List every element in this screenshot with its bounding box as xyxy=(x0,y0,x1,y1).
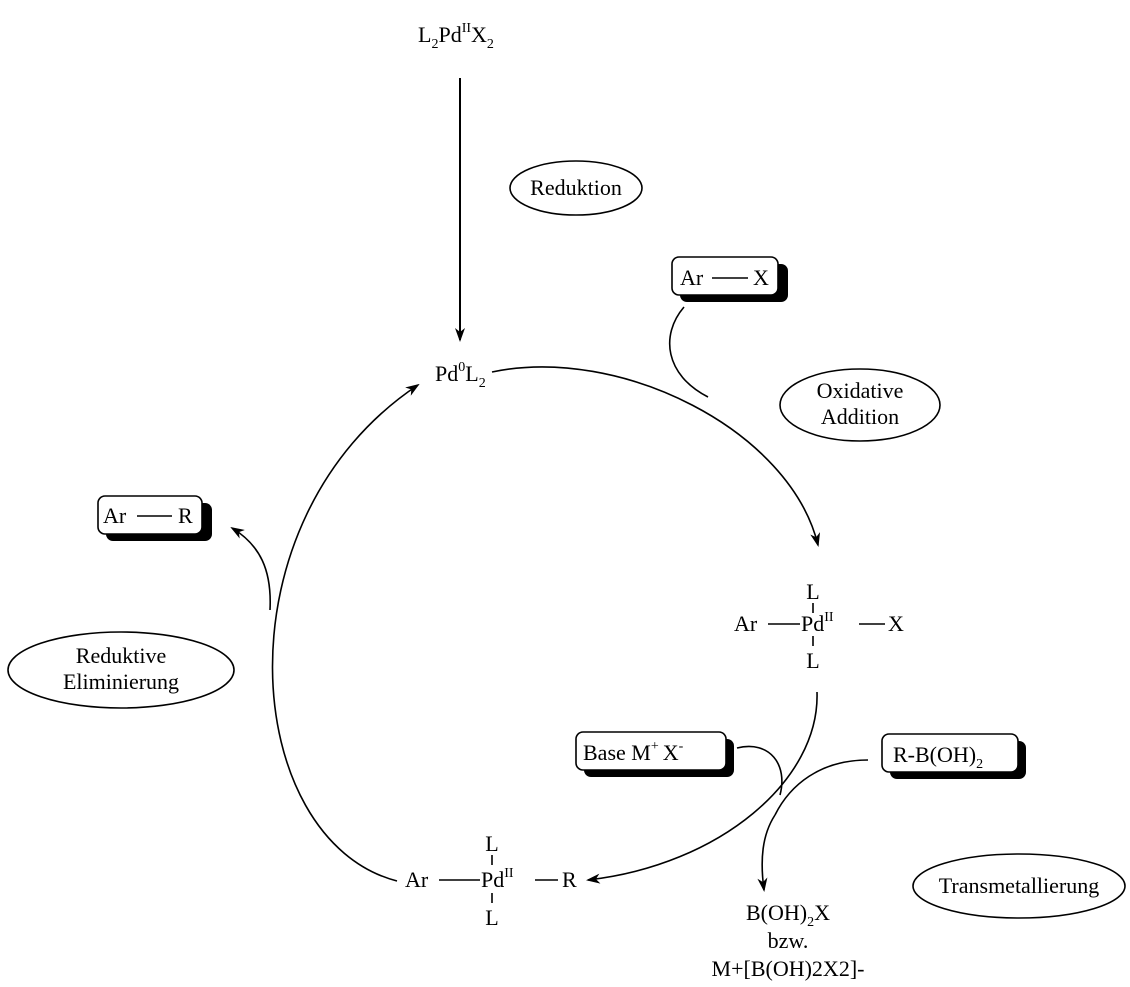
product-left: Ar xyxy=(103,503,127,528)
transmetallation-arc xyxy=(586,691,818,884)
precursor-formula: L2PdIIX2 xyxy=(418,21,494,52)
complex-oxidative-addition: L Ar PdII X L xyxy=(734,579,904,673)
complex-ox-left: Ar xyxy=(734,611,758,636)
complex-ox-top-ligand: L xyxy=(806,579,819,604)
product-exit-arrow xyxy=(230,526,271,611)
reductive-elimination-oval xyxy=(7,631,235,709)
complex-ox-right: X xyxy=(888,611,904,636)
aryl-halide-right: X xyxy=(753,265,769,290)
aryl-halide-entry-curve xyxy=(668,306,709,398)
oxidative-addition-arc xyxy=(491,366,821,547)
byproduct-line-1: B(OH)2X xyxy=(746,900,830,930)
transmetallation-label: Transmetallierung xyxy=(939,873,1100,898)
reductive-elimination-arc xyxy=(271,383,420,882)
product-box xyxy=(97,495,203,535)
reduction-label: Reduktion xyxy=(530,175,622,200)
complex-ox-bottom-ligand: L xyxy=(806,648,819,673)
byproduct-line-3: M+[B(OH)2X2]- xyxy=(712,956,865,981)
boronic-acid-box xyxy=(881,733,1019,773)
base-entry-curve xyxy=(736,745,783,796)
base-box xyxy=(575,731,727,771)
reductive-elimination-label-2: Eliminierung xyxy=(63,669,179,694)
byproduct-exit-arrow xyxy=(757,814,776,892)
complex-trans-right: R xyxy=(562,867,577,892)
complex-trans-metal: PdII xyxy=(481,866,514,892)
pd0-complex: Pd0L2 xyxy=(435,360,486,391)
complex-trans-left: Ar xyxy=(405,867,429,892)
complex-trans-top-ligand: L xyxy=(485,831,498,856)
complex-ox-metal: PdII xyxy=(801,610,834,636)
reduction-oval xyxy=(509,160,643,216)
complex-transmetallation: L Ar PdII R L xyxy=(405,831,577,930)
aryl-halide-box xyxy=(671,256,779,296)
boronic-acid-label: R-B(OH)2 xyxy=(893,742,983,772)
byproduct-line-2: bzw. xyxy=(768,928,809,953)
product-right: R xyxy=(178,503,193,528)
reductive-elimination-label-1: Reduktive xyxy=(76,643,166,668)
boronic-acid-entry-curve xyxy=(774,759,869,816)
oxidative-addition-label-2: Addition xyxy=(821,404,899,429)
transmetallation-oval xyxy=(912,853,1126,919)
oxidative-addition-label-1: Oxidative xyxy=(817,378,904,403)
aryl-halide-left: Ar xyxy=(680,265,704,290)
complex-trans-bottom-ligand: L xyxy=(485,905,498,930)
base-label: Base M+X- xyxy=(583,739,684,765)
oxidative-addition-oval xyxy=(779,368,941,442)
